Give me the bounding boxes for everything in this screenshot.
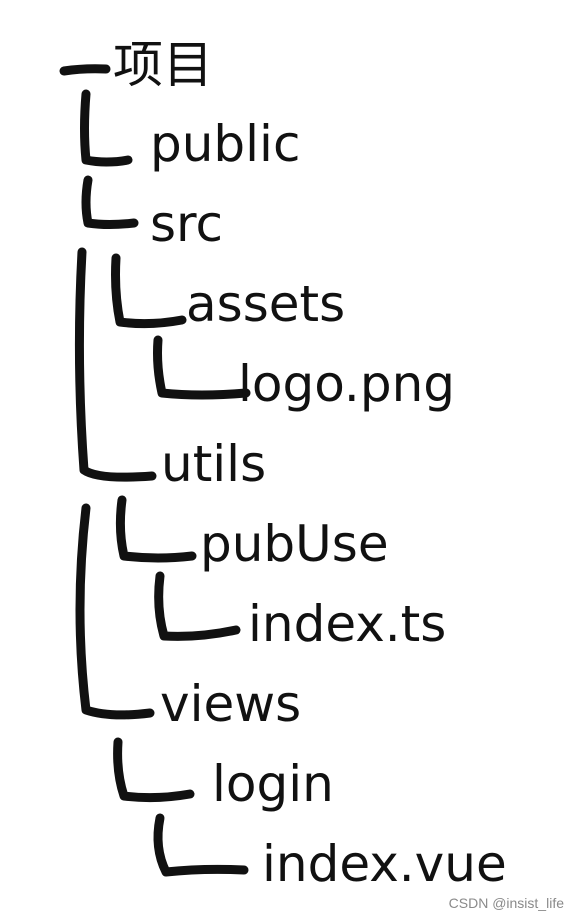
tree-node-index-vue: index.vue <box>262 835 507 893</box>
root-dash <box>59 64 111 76</box>
connector-index-vue <box>153 813 249 877</box>
connector-utils <box>74 247 157 482</box>
tree-root-label: 项目 <box>113 36 213 94</box>
connector-src <box>81 175 139 229</box>
tree-node-views: views <box>160 675 302 733</box>
connector-views <box>75 503 155 720</box>
tree-node-public: public <box>150 115 301 173</box>
connector-index-ts <box>154 571 241 641</box>
connector-public <box>80 89 133 167</box>
tree-node-src: src <box>150 195 223 253</box>
tree-node-logo-png: logo.png <box>238 355 455 413</box>
tree-node-index-ts: index.ts <box>248 595 447 653</box>
connector-pubUse <box>115 495 197 563</box>
tree-node-login: login <box>212 755 334 813</box>
connector-logo <box>153 335 251 400</box>
tree-node-utils: utils <box>161 435 267 493</box>
watermark: CSDN @insist_life <box>448 895 564 911</box>
tree-node-pubUse: pubUse <box>200 515 389 573</box>
connector-login <box>113 737 195 803</box>
tree-node-assets: assets <box>186 275 346 333</box>
connector-assets <box>111 253 187 329</box>
